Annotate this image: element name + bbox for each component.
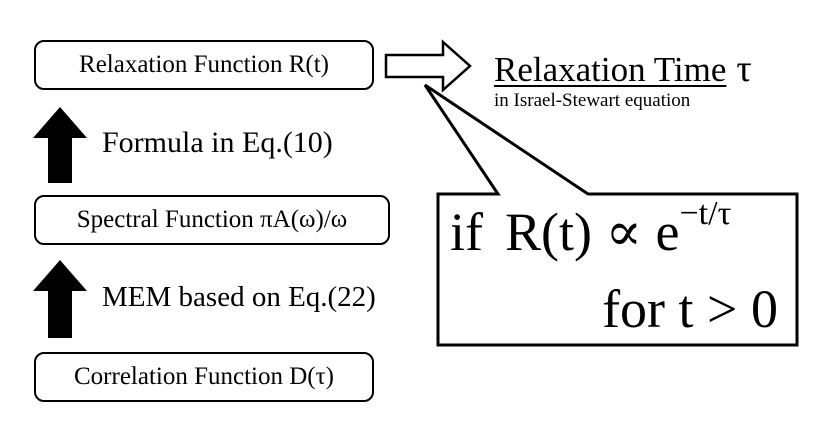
mem-arrow-label: MEM based on Eq.(22) — [102, 281, 376, 313]
hollow-right-arrow — [384, 39, 472, 93]
up-arrow-mem — [33, 260, 87, 338]
relaxation-function-box: Relaxation Function R(t) — [34, 40, 374, 90]
spectral-function-label: Spectral Function πA(ω)/ω — [76, 206, 348, 233]
callout-box — [423, 83, 799, 347]
callout-if: if — [450, 202, 483, 262]
up-arrow-formula — [33, 107, 87, 183]
spectral-function-box: Spectral Function πA(ω)/ω — [34, 195, 390, 245]
correlation-function-box: Correlation Function D(τ) — [34, 352, 374, 402]
relaxation-time-subtitle: in Israel-Stewart equation — [494, 90, 691, 111]
correlation-function-label: Correlation Function D(τ) — [74, 363, 334, 390]
relaxation-time-text: Relaxation Time — [494, 50, 727, 89]
relaxation-function-label: Relaxation Function R(t) — [79, 51, 329, 78]
tau-symbol: τ — [736, 48, 752, 90]
callout-exponent: −t/τ — [679, 195, 732, 232]
callout-lhs: R(t) ∝ e — [505, 202, 680, 262]
callout-condition: for t > 0 — [602, 279, 778, 339]
formula-arrow-label: Formula in Eq.(10) — [102, 126, 333, 159]
callout-formula: if R(t) ∝ e−t/τ — [450, 197, 731, 262]
